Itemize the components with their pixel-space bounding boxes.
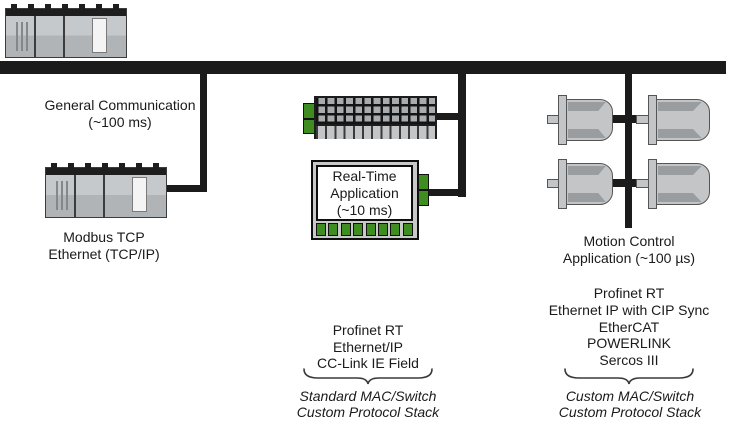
led [402,223,413,236]
motor-link-line-bottom [611,179,648,187]
motion-control-label: Motion Control Application (~100 µs) [539,233,719,266]
protocol-item: POWERLINK [586,335,671,352]
motor-shading [568,129,606,138]
label-line: Application (~100 µs) [562,249,696,266]
led [316,223,326,236]
led [328,223,339,236]
ethernet-bus-bar [0,61,726,74]
motor-shading [658,129,702,138]
realtime-link-line [427,189,459,196]
stack-note-middle: Standard MAC/Switch Custom Protocol Stac… [282,388,454,420]
bus-drop-left [200,70,207,192]
vent-slits [56,181,71,210]
mounting-tabs [11,4,121,9]
io-terminal-block-icon [314,96,437,139]
protocol-item: Profinet RT [593,285,665,301]
module-door [132,177,147,212]
motor-shading [568,166,606,175]
label-line: Real-Time [332,168,397,184]
module-divider [74,175,76,217]
protocol-list-right: Profinet RT Ethernet IP with CIP Sync Et… [529,285,729,369]
terminal-block-link-line [435,113,459,120]
protocol-item: Sercos III [599,352,659,369]
bus-drop-right [625,70,632,228]
led [377,223,388,236]
connector-cell [418,190,429,206]
led [390,223,401,236]
motor-shading [568,193,606,202]
stack-line: Custom Protocol Stack [296,403,440,420]
servo-motor-icon [636,159,710,209]
led [353,223,364,236]
realtime-label: Real-Time Application (~10 ms) [316,165,413,221]
label-line: General Communication [44,97,196,113]
motor-shading [658,193,702,202]
protocol-item: Ethernet IP with CIP Sync [548,301,710,318]
motor-body [566,99,613,141]
vent-slits [16,22,31,51]
green-bus-connector [418,174,429,206]
servo-motor-icon [636,95,710,145]
stack-line: Standard MAC/Switch [299,388,437,404]
label-line: Modbus TCP [63,229,145,245]
led [340,223,351,236]
module-divider [34,16,36,57]
terminal-clamp-grid [316,98,435,124]
motor-shading [658,102,702,111]
label-line: Motion Control [583,233,675,249]
realtime-module-icon: Real-Time Application (~10 ms) [311,160,429,240]
module-divider [63,16,65,57]
underbrace-icon [564,368,694,385]
bus-drop-middle [458,70,466,197]
plc-rack-modbus-icon [45,163,167,218]
modbus-label: Modbus TCP Ethernet (TCP/IP) [18,229,190,262]
motor-link-line-top [611,115,648,123]
servo-motor-icon [547,95,613,145]
protocol-item: EtherCAT [598,318,660,335]
protocol-list-middle: Profinet RT Ethernet/IP CC-Link IE Field [288,322,448,372]
label-line: (~10 ms) [336,202,393,218]
plc-rack-top-icon [5,4,127,58]
green-bus-connector [303,103,315,134]
label-line: Application [330,185,399,201]
led-row [316,223,413,236]
module-door [92,18,107,53]
stack-line: Custom Protocol Stack [558,403,702,420]
label-line: Ethernet (TCP/IP) [48,245,160,262]
motor-shading [658,166,702,175]
protocol-item: Ethernet/IP [332,338,404,355]
rack-top-band [46,168,166,175]
motor-body [566,163,613,205]
underbrace-icon [303,368,433,385]
bus-elbow-left [167,185,207,192]
mounting-tabs [51,163,161,168]
stack-line: Custom MAC/Switch [565,388,695,404]
protocol-item: Profinet RT [332,322,404,338]
protocol-item: CC-Link IE Field [317,355,419,371]
general-communication-label: General Communication (~100 ms) [25,97,215,130]
servo-motor-icon [547,159,613,209]
stack-note-right: Custom MAC/Switch Custom Protocol Stack [538,388,722,420]
connector-cell [418,174,429,190]
led [365,223,376,236]
module-divider [103,175,105,217]
motor-shading [568,102,606,111]
rack-top-band [6,9,126,16]
terminal-slats [316,124,435,139]
motor-body [656,163,710,205]
motor-body [656,99,710,141]
label-line: (~100 ms) [88,113,152,130]
